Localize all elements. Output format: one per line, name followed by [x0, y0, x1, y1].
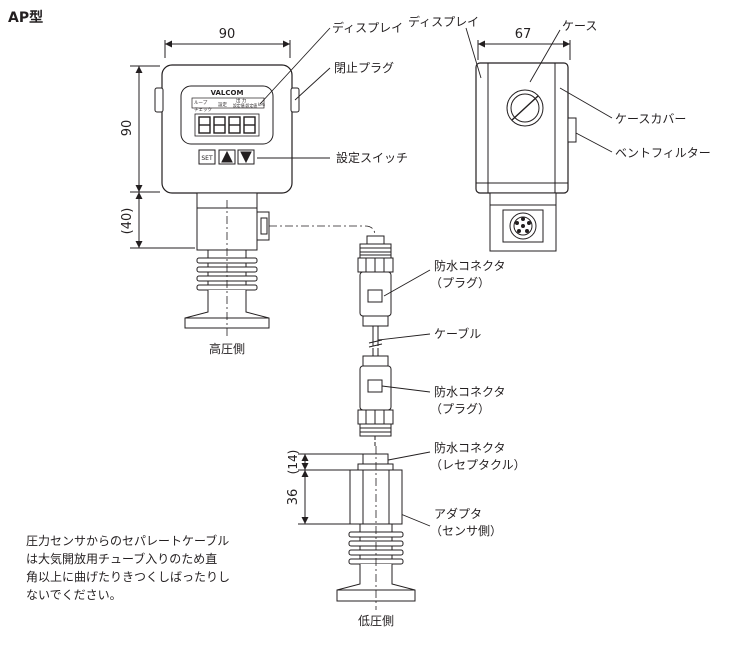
- panel-out-label: 出 力: [236, 97, 247, 104]
- page-title: AP型: [8, 9, 43, 26]
- case-callout: ケース: [562, 19, 597, 33]
- sensor-offset-dimension: (40): [120, 208, 135, 235]
- side-view: [475, 40, 577, 252]
- display-callout: ディスプレイ: [332, 20, 403, 35]
- brand-logo: VALCOM: [211, 89, 244, 97]
- left-boss: [154, 87, 164, 113]
- case-cover-callout: ケースカバー: [615, 112, 686, 126]
- note-line: は大気開放用チューブ入りのため直: [26, 552, 218, 566]
- note-line: ないでください。: [26, 588, 122, 602]
- vent-filter: [567, 117, 577, 143]
- front-width-dimension: 90: [219, 27, 236, 42]
- adapter-height-dimension: 36: [286, 489, 301, 506]
- high-side-label: 高圧側: [209, 341, 245, 356]
- adapter-type: （センサ側）: [430, 524, 502, 538]
- panel-out-sub-label: 設定値|設定値: [233, 103, 257, 108]
- panel-check-label: チェック: [194, 107, 212, 113]
- closing-plug-callout: 閉止プラグ: [334, 61, 394, 75]
- cable-callout: ケーブル: [434, 326, 481, 341]
- wp-connector-1-callout: 防水コネクタ: [434, 258, 506, 273]
- wp-connector-3-callout: 防水コネクタ: [434, 440, 506, 455]
- front-height-dimension: 90: [120, 120, 135, 137]
- wp-connector-2-type: （プラグ）: [430, 402, 490, 416]
- connector-height-dimension: (14): [286, 450, 300, 475]
- front-leaders: [257, 27, 331, 159]
- note-line: 圧力センサからのセパレートケーブル: [26, 534, 230, 548]
- side-case: [475, 62, 569, 194]
- side-depth-dimension: 67: [515, 27, 532, 42]
- panel-unit-label: kPa: [258, 102, 266, 107]
- low-side-label: 低圧側: [358, 614, 394, 628]
- cable-handling-note: 圧力センサからのセパレートケーブル は大気開放用チューブ入りのため直 角以上に曲…: [26, 532, 266, 604]
- panel-loop-label: ループ: [194, 100, 208, 106]
- note-line: 角以上に曲げたりきつくしばったりし: [26, 570, 231, 584]
- wp-connector-3-type: （レセプタクル）: [430, 458, 526, 472]
- wp-connector-1-type: （プラグ）: [430, 276, 490, 290]
- set-key: [198, 149, 216, 165]
- side-leaders: [465, 27, 613, 153]
- low-side-adapter: [298, 446, 416, 610]
- switch-callout: 設定スイッチ: [336, 150, 408, 165]
- set-key-label: SET: [201, 155, 213, 162]
- panel-set-label: 設定: [218, 101, 227, 108]
- wp-connector-2-callout: 防水コネクタ: [434, 384, 506, 399]
- vent-filter-callout: ベントフィルター: [615, 146, 711, 160]
- side-display-callout: ディスプレイ: [408, 14, 479, 29]
- receptacle-connector: [362, 453, 389, 465]
- cable-assembly: [269, 225, 394, 446]
- adapter-callout: アダプタ: [434, 506, 482, 521]
- seven-segment-readout: [198, 116, 256, 134]
- front-view: [130, 40, 300, 338]
